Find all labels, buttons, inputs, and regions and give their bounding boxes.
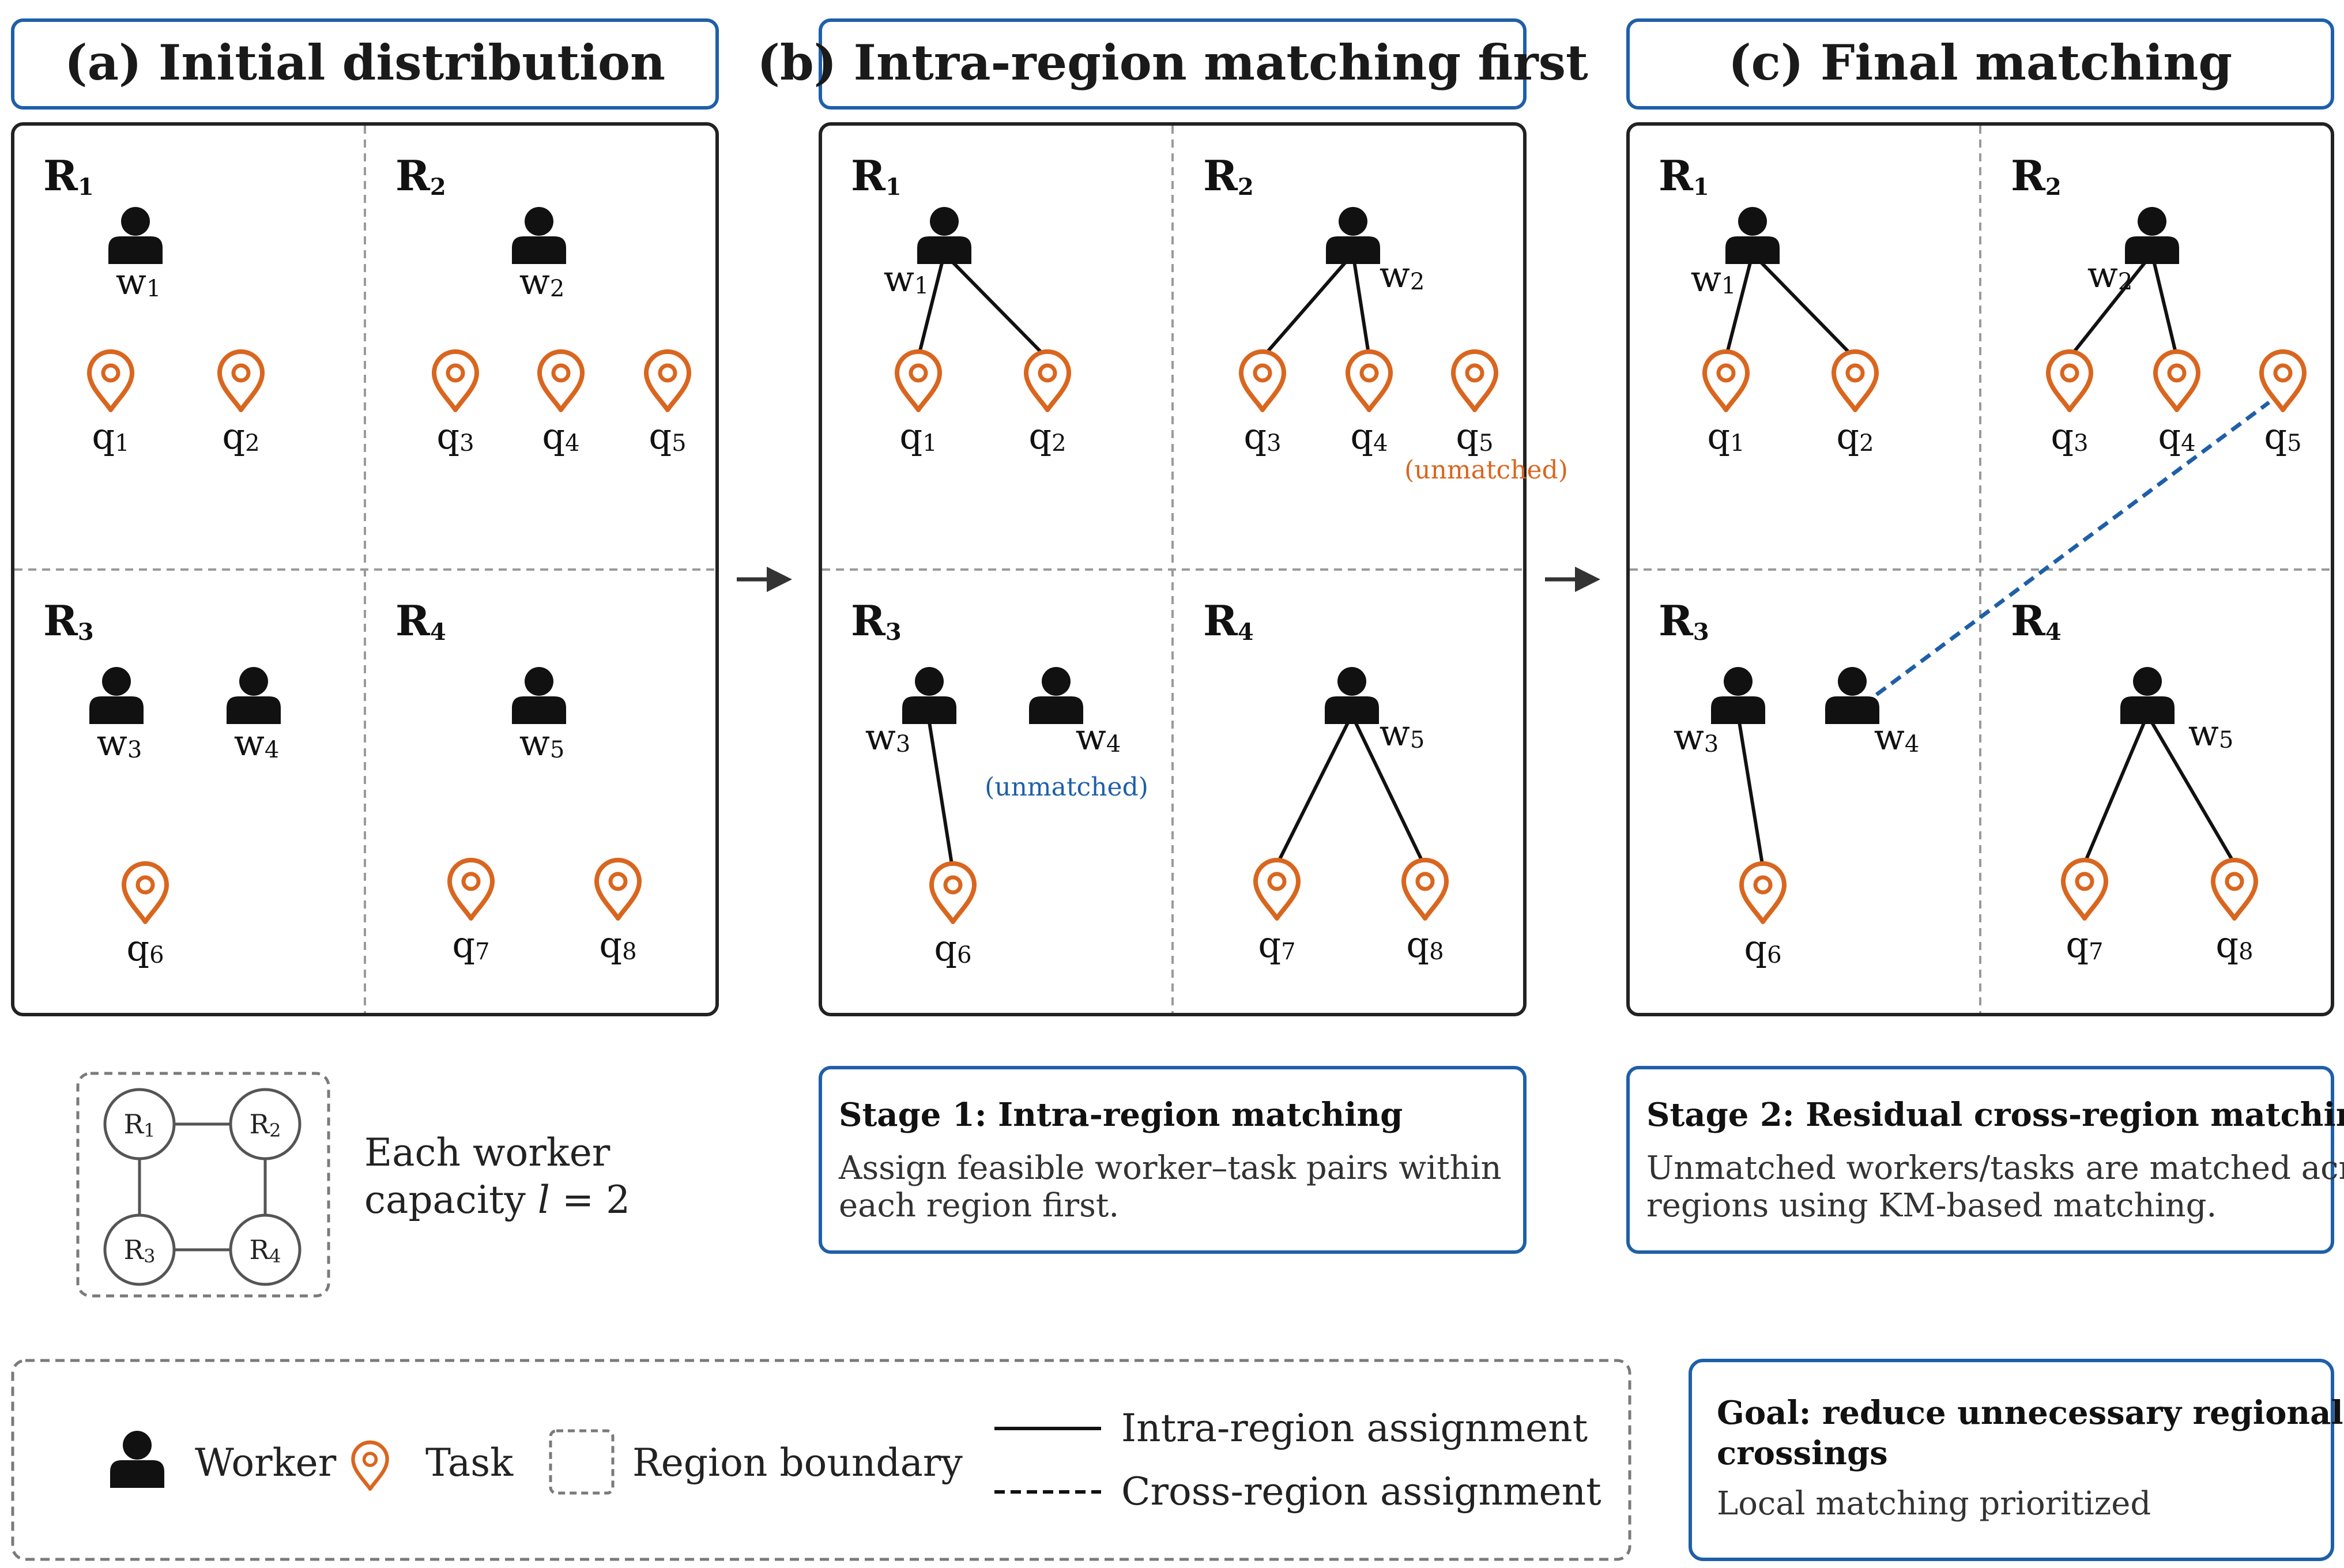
task-label: q2 [1028,415,1066,457]
worker-label: w3 [865,716,911,758]
intra-edge [1351,253,1371,358]
goal-title: Goal: reduce unnecessary regional [1717,1394,2343,1432]
legend-intra: Intra-region assignment [1121,1406,1588,1450]
intra-edge [917,253,946,358]
graph-node [229,1213,302,1286]
graph-node [103,1213,176,1286]
right-arrow-icon [1545,567,1600,592]
worker-label: w4 [1076,716,1121,758]
intra-edge [2068,252,2154,359]
graph-node [229,1088,302,1160]
goal-title: crossings [1717,1434,1888,1472]
stage1-title: Stage 1: Intra-region matching [839,1096,1403,1134]
panel-b-header: (b) Intra-region matching first [757,18,1588,110]
intra-edge [943,252,1048,359]
intra-edge [2082,714,2149,866]
panel-b [819,122,1527,1016]
panel-c-title: (c) Final matching [1728,34,2232,91]
right-arrow-icon [737,567,792,592]
legend-cross: Cross-region assignment [1121,1469,1601,1514]
legend-task: Task [425,1441,514,1485]
region-label: R3 [1659,596,1709,646]
stage1-line: each region first. [839,1187,1119,1224]
intra-edge [1275,714,1354,866]
capacity-line2: capacity l = 2 [364,1178,630,1222]
unmatched-worker-note: (unmatched) [985,772,1148,802]
intra-edge [1350,714,1426,866]
stage1-line: Assign feasible worker–task pairs within [838,1149,1502,1187]
region-labels: R1 R2 R3 R4 R1 R2 R3 R4 R1 R2 R3 R4 [43,151,2062,646]
region-label: R2 [1203,151,1254,201]
panel-b-title: (b) Intra-region matching first [757,34,1588,91]
panel-c-header: (c) Final matching [1626,18,2334,110]
task-label: q6 [126,927,164,969]
graph-node-label: R2 [250,1109,281,1141]
intra-edge [2146,714,2237,866]
unmatched-task-note: (unmatched) [1404,455,1568,485]
region-boundary-swatch [549,1429,615,1495]
goal-text: Local matching prioritized [1717,1485,2151,1522]
capacity-line1: Each worker [364,1130,611,1175]
legend-region: Region boundary [632,1441,963,1485]
stage2-box: Stage 2: Residual cross-region matching … [1626,1066,2344,1254]
stage1-box: Stage 1: Intra-region matching Assign fe… [819,1066,1527,1254]
panel-b-edges [917,252,1426,868]
panel-a [11,122,719,1016]
intra-edge [2150,253,2179,358]
capacity-note: Each worker capacity l = 2 [364,1130,630,1222]
task-label: q2 [1836,415,1874,457]
legend: Worker Task Region boundary Intra-region… [11,1359,1631,1561]
graph-node-label: R3 [124,1234,156,1267]
intra-edge [1751,252,1856,359]
stage2-line: regions using KM-based matching. [1646,1187,2217,1224]
panel-a-header: (a) Initial distribution [11,18,719,110]
region-graph: R1 R2 R3 R4 [76,1072,330,1298]
intra-edge [926,714,954,868]
stage2-line: Unmatched workers/tasks are matched acro… [1646,1149,2344,1187]
task-label: q6 [934,927,971,969]
intra-edge [1724,253,1754,358]
intra-edge [1736,714,1765,868]
worker-label: w3 [97,722,142,764]
worker-label: w1 [116,261,161,303]
legend-worker: Worker [195,1441,337,1485]
panel-c-edges [1724,252,2271,868]
panel-b-entities: w1 w2 w3 w4 (unmatched) w5 q1 q2 q3 q4 q… [865,207,1568,969]
cross-region-edge [1875,401,2271,696]
stage2-title: Stage 2: Residual cross-region matching [1646,1096,2344,1134]
task-label: q1 [92,415,129,457]
graph-node [103,1088,176,1160]
goal-box: Goal: reduce unnecessary regional crossi… [1689,1359,2343,1561]
intra-edge [1261,252,1355,359]
panel-c [1626,122,2334,1016]
graph-node-label: R1 [124,1109,156,1141]
panel-a-title: (a) Initial distribution [65,34,665,91]
worker-label: w1 [1691,258,1736,300]
